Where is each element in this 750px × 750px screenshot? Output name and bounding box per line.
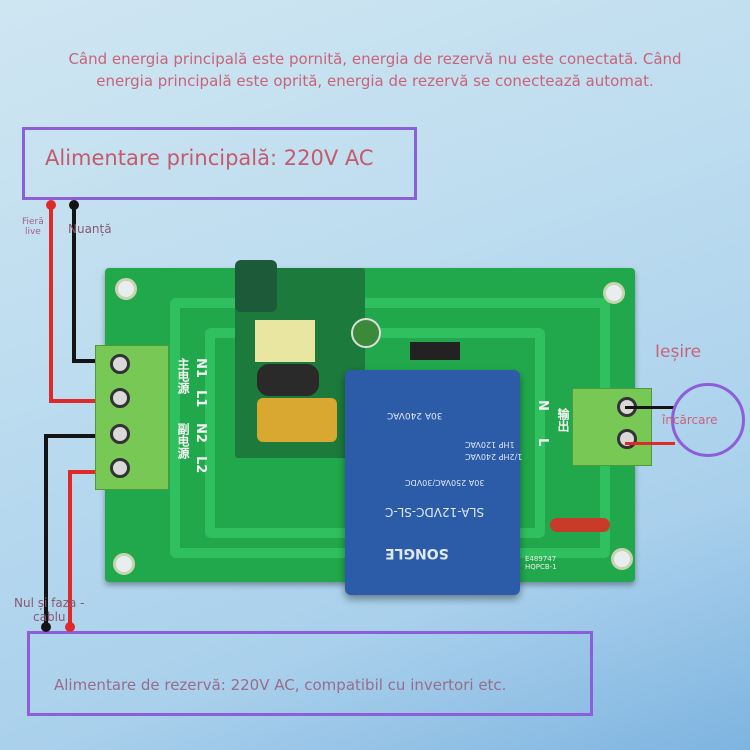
small-capacitor — [351, 318, 381, 348]
cable-label-2: cablu — [33, 610, 66, 624]
live-label-1: Fieră — [22, 217, 44, 227]
silk-main-power: 主电源 — [176, 358, 190, 394]
relay-rating2: 1HP 120VAC — [465, 440, 515, 449]
backup-live-end — [65, 622, 75, 632]
screw-l2[interactable] — [110, 458, 130, 478]
live-wire — [49, 205, 53, 402]
live-label-2: live — [24, 227, 41, 237]
cable-label-1: Nul și faza - — [14, 596, 85, 610]
mount-hole — [603, 282, 625, 304]
capacitor — [235, 260, 277, 312]
output-terminal-block — [572, 388, 652, 466]
screw-n1[interactable] — [110, 354, 130, 374]
silk-l1: L1 — [193, 390, 208, 408]
backup-power-title: Alimentare de rezervă: 220V AC, compatib… — [54, 676, 507, 694]
relay: 30A 240VAC 1HP 120VAC 1/2HP 240VAC 30A 2… — [345, 370, 523, 595]
neutral-wire — [72, 205, 76, 362]
relay-rating1: 30A 250VAC/30VDC — [405, 478, 485, 487]
relay-cert: E489747 HQPCB-1 — [525, 555, 557, 571]
silk-backup-power: 副电源 — [176, 423, 190, 459]
intro-text: Când energia principală este pornită, en… — [0, 48, 750, 92]
backup-live-wire — [68, 470, 72, 628]
relay-brand: SONGLE — [385, 545, 449, 561]
relay-rating4: 30A 240VAC — [387, 410, 443, 420]
relay-rating3: 1/2HP 240VAC — [465, 452, 523, 461]
relay-model: SLA-12VDC-SL-C — [385, 505, 485, 519]
resistor — [550, 518, 610, 532]
diode — [410, 342, 460, 360]
live-wire-h — [49, 399, 124, 403]
mount-hole — [611, 548, 633, 570]
neutral-wire-end — [69, 200, 79, 210]
silk-n2: N2 — [193, 423, 208, 443]
output-live-wire — [625, 442, 675, 445]
main-power-title: Alimentare principală: 220V AC — [45, 146, 374, 170]
main-power-box: Alimentare principală: 220V AC — [22, 127, 417, 200]
silk-l2: L2 — [193, 456, 208, 474]
silk-out-l: L — [535, 438, 550, 447]
output-neutral-wire — [625, 406, 675, 409]
silk-output: 输出 — [556, 408, 570, 432]
backup-power-box: Alimentare de rezervă: 220V AC, compatib… — [27, 631, 593, 716]
screw-out-l[interactable] — [617, 429, 637, 449]
transformer — [255, 320, 315, 362]
live-label: Fieră live — [22, 217, 44, 237]
load-label: încărcare — [662, 413, 718, 427]
backup-neutral-wire — [44, 434, 48, 626]
inductor — [257, 364, 319, 396]
intro-line-2: energia principală este oprită, energia … — [96, 72, 654, 90]
screw-n2[interactable] — [110, 424, 130, 444]
live-wire-end — [46, 200, 56, 210]
screw-l1[interactable] — [110, 388, 130, 408]
mount-hole — [113, 553, 135, 575]
backup-neutral-wire-h — [44, 434, 124, 438]
neutral-label: Nuanță — [68, 222, 112, 236]
intro-line-1: Când energia principală este pornită, en… — [68, 50, 682, 68]
output-title: Ieșire — [655, 342, 702, 362]
mount-hole — [115, 278, 137, 300]
load-circle — [671, 383, 745, 457]
capacitor-470uf — [257, 398, 337, 442]
backup-neutral-end — [41, 622, 51, 632]
silk-n1: N1 — [193, 358, 208, 378]
silk-out-n: N — [535, 400, 550, 411]
cable-label: Nul și faza - cablu — [14, 596, 85, 624]
input-terminal-block — [95, 345, 169, 490]
power-module — [235, 260, 381, 458]
